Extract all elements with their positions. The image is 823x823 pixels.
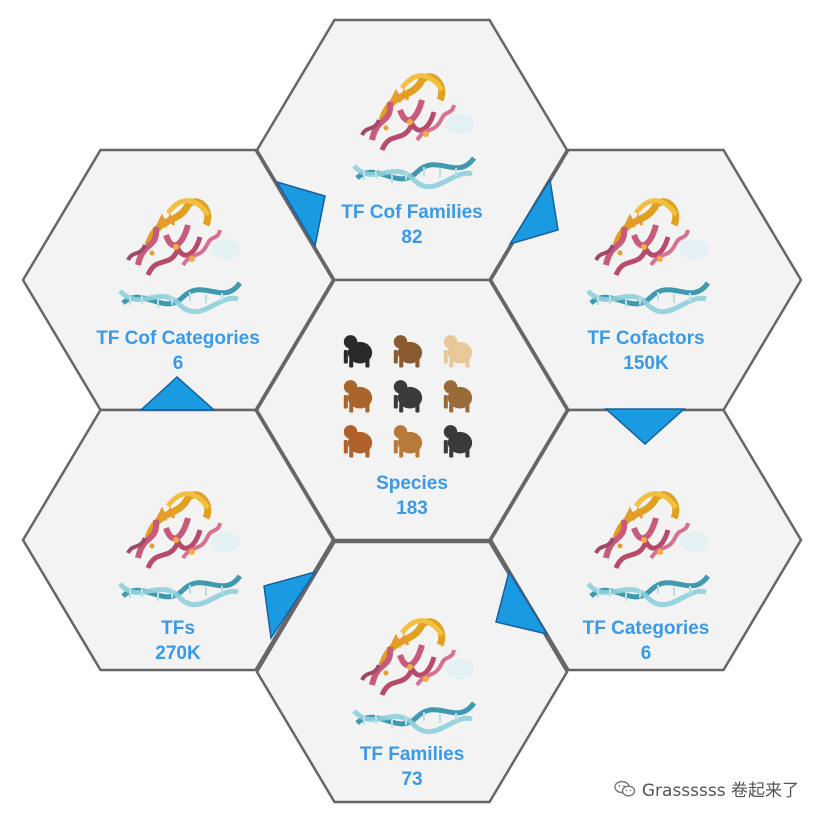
node-species: Species 183 (376, 473, 448, 519)
arrow-icon (604, 408, 686, 446)
node-value: 6 (173, 353, 184, 374)
wechat-icon (614, 780, 636, 797)
arrow-icon (508, 177, 559, 246)
arrow-icon (275, 180, 326, 249)
primates-icon (343, 335, 473, 458)
node-value: 150K (623, 353, 669, 374)
node-title: TF Families (360, 744, 465, 765)
node-title: TF Cofactors (587, 328, 704, 349)
node-title: TF Cof Categories (96, 328, 260, 349)
node-tf-cofactors: TF Cofactors 150K (587, 328, 704, 374)
watermark-text: Grassssss 卷起来了 (641, 781, 799, 801)
watermark: Grassssss 卷起来了 (614, 776, 799, 801)
arrow-icon (263, 570, 317, 641)
arrow-icon (139, 375, 216, 411)
node-title: Species (376, 473, 448, 494)
node-tfs: TFs 270K (155, 618, 201, 664)
node-title: TF Cof Families (341, 202, 482, 223)
node-value: 270K (155, 643, 201, 664)
node-value: 6 (641, 643, 652, 664)
hexagon-species (255, 278, 569, 542)
node-value: 183 (396, 498, 428, 519)
node-title: TFs (161, 618, 195, 639)
node-tf-cof-families: TF Cof Families 82 (341, 202, 482, 248)
node-value: 73 (401, 769, 422, 790)
node-tf-categories: TF Categories 6 (583, 618, 710, 664)
node-value: 82 (401, 227, 422, 248)
arrow-icon (495, 570, 549, 636)
node-title: TF Categories (583, 618, 710, 639)
node-tf-cof-categories: TF Cof Categories 6 (96, 328, 260, 374)
connector-arrows (139, 177, 686, 641)
node-tf-families: TF Families 73 (360, 744, 465, 790)
